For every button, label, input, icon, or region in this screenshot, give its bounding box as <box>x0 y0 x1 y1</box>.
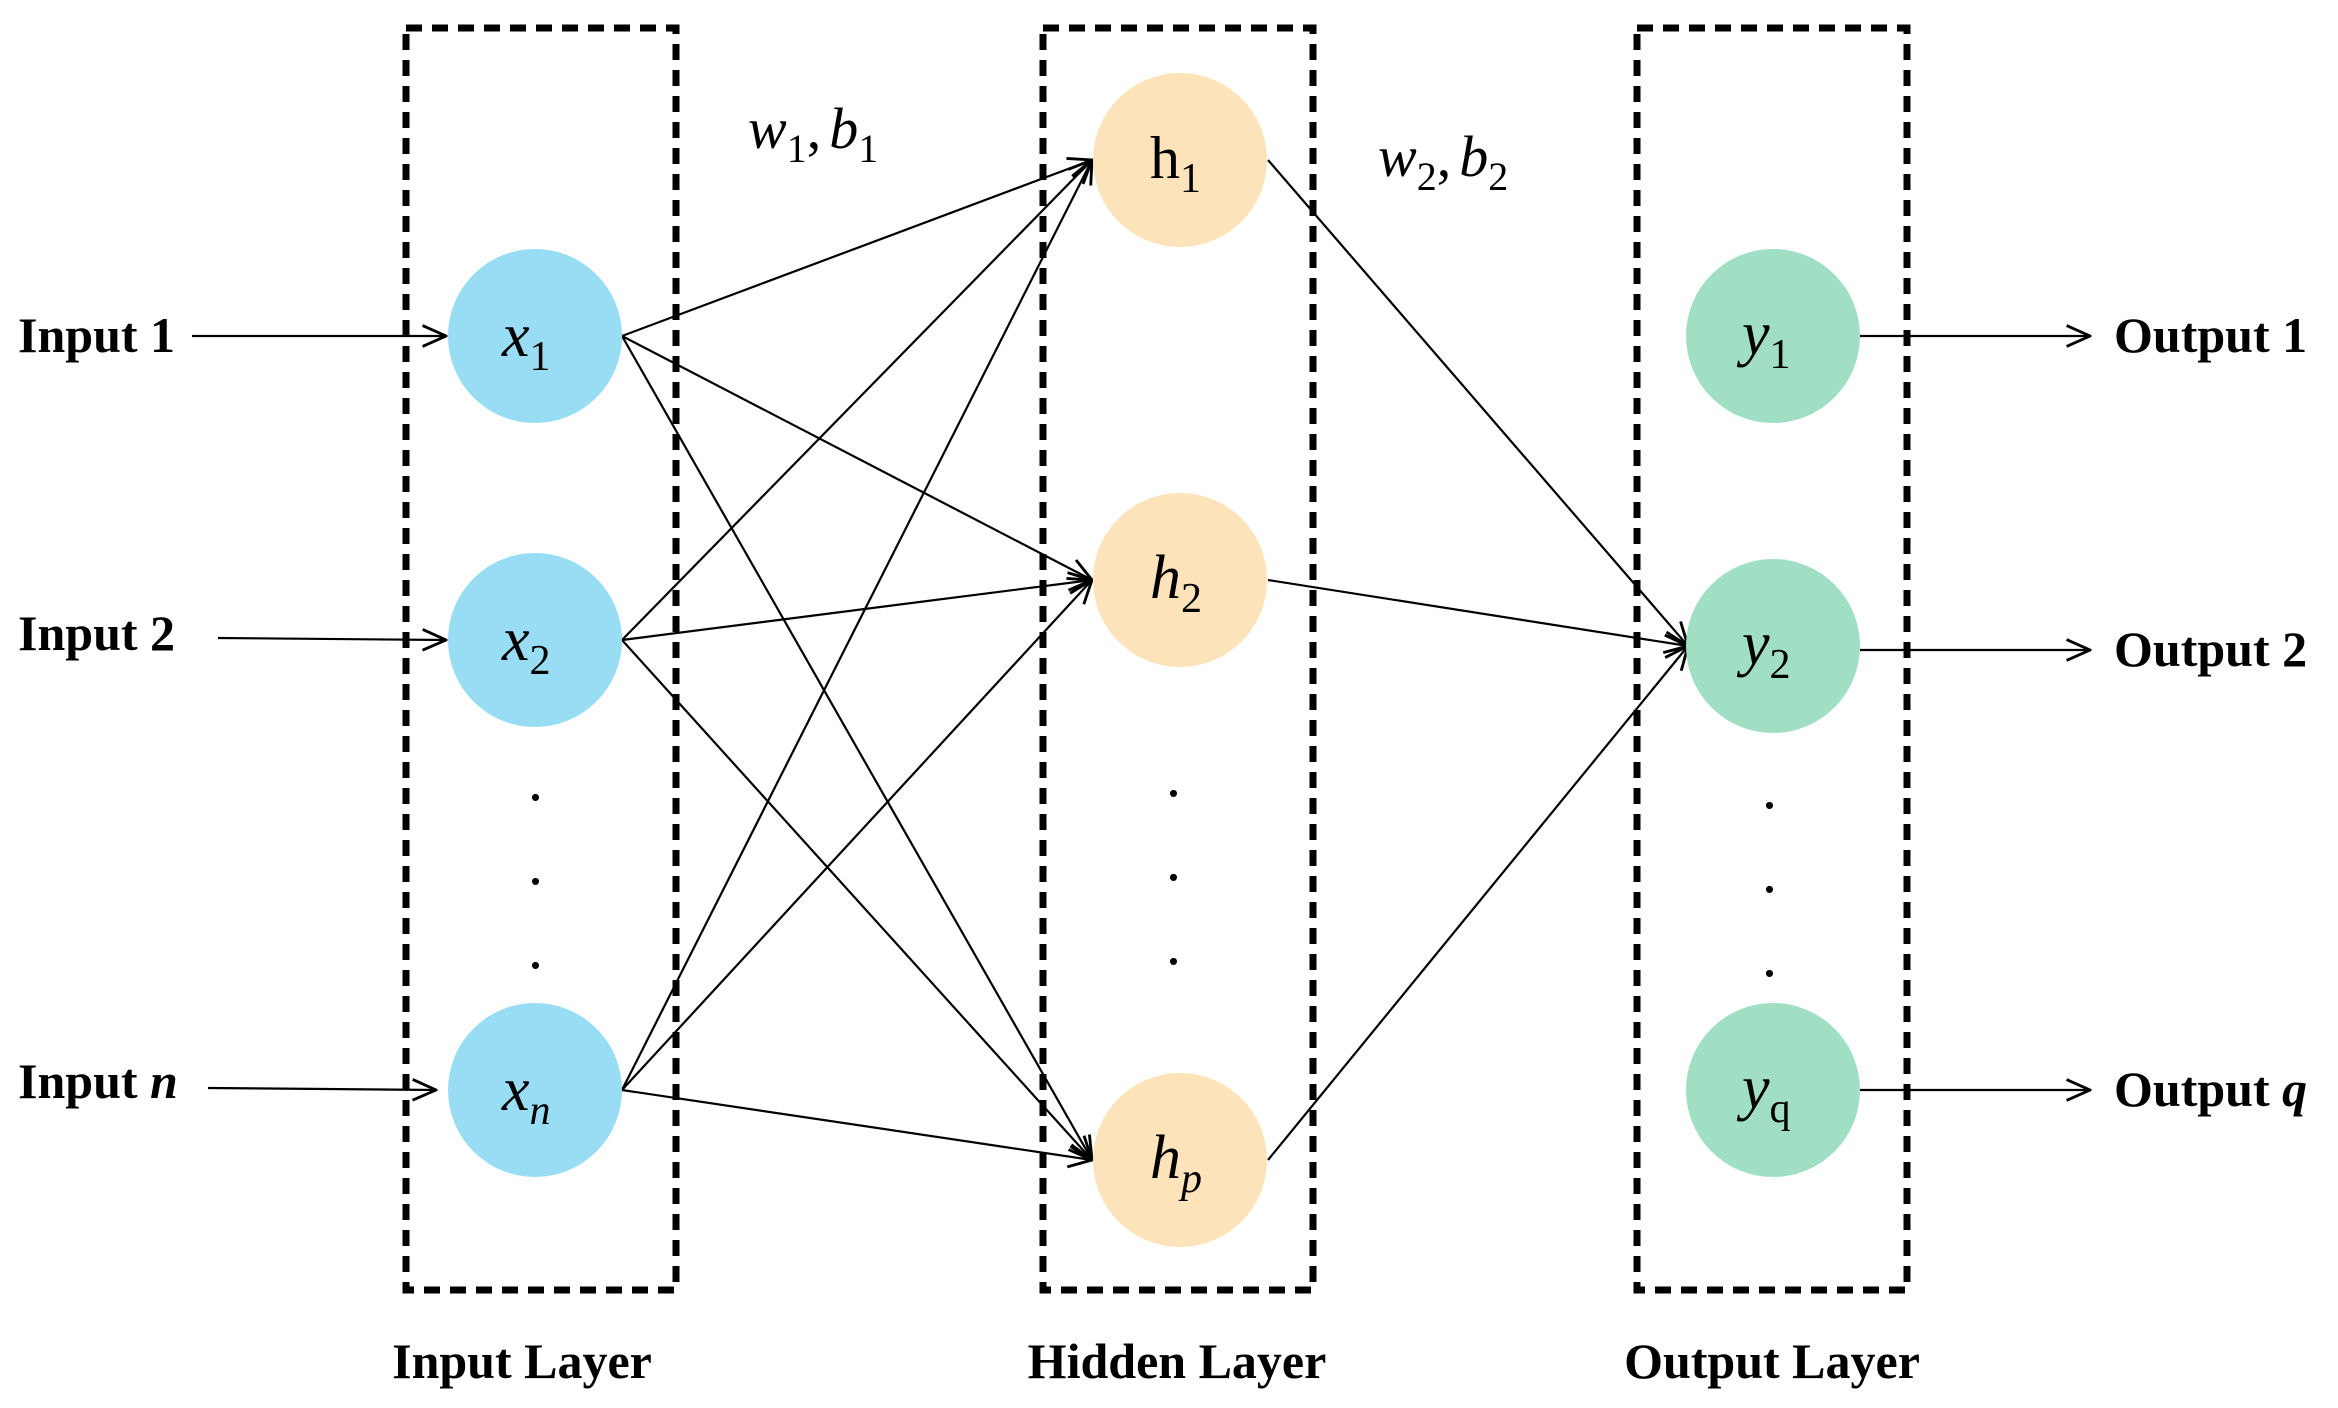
node-xn <box>448 1003 622 1177</box>
input-label-1: Input 1 <box>18 307 175 363</box>
node-yq <box>1686 1003 1860 1177</box>
input-ellipsis-dot-2: . <box>528 831 543 897</box>
hidden-nodes <box>1093 73 1267 1247</box>
output-label-1: Output 1 <box>2114 307 2307 363</box>
output-ellipsis-dot-3: . <box>1762 923 1777 989</box>
weights-label-2: w2,b2 <box>1378 124 1508 199</box>
edge-h1-y2 <box>1267 159 1688 646</box>
node-x2-label: x2 <box>501 606 551 684</box>
node-h1-label: h1 <box>1150 125 1201 202</box>
hidden-ellipsis-dot-2: . <box>1166 827 1181 893</box>
input-arrow-2 <box>217 638 446 640</box>
edge-h2-y2 <box>1267 578 1688 646</box>
input-nodes <box>448 249 622 1177</box>
node-h1 <box>1093 73 1267 247</box>
hidden-layer-title: Hidden Layer <box>1028 1333 1327 1389</box>
node-yq-label: yq <box>1736 1054 1791 1132</box>
hidden-ellipsis: . . . <box>1166 743 1181 977</box>
node-hp-label: hp <box>1150 1124 1202 1202</box>
input-layer-box <box>402 24 680 1294</box>
output-nodes <box>1686 249 1860 1177</box>
node-y1 <box>1686 249 1860 423</box>
output-label-q: Output q <box>2114 1061 2307 1117</box>
edge-x2-h2 <box>621 580 1092 642</box>
edge-x2-h1 <box>621 160 1092 641</box>
weights-label-1: w1,b1 <box>748 96 878 171</box>
input-arrow-n <box>207 1088 436 1090</box>
input-ellipsis-dot-1: . <box>528 747 543 813</box>
hidden-output-connections <box>1267 159 1688 1161</box>
output-layer-title: Output Layer <box>1624 1333 1920 1389</box>
edge-x1-h1 <box>621 160 1092 338</box>
edge-x1-h2 <box>621 335 1092 580</box>
node-y2 <box>1686 559 1860 733</box>
node-hp <box>1093 1073 1267 1247</box>
input-hidden-connections <box>621 160 1092 1160</box>
edge-x2-hp <box>621 639 1092 1160</box>
output-layer-box <box>1633 24 1911 1294</box>
hidden-ellipsis-dot-1: . <box>1166 743 1181 809</box>
edge-x1-hp <box>621 335 1092 1160</box>
node-h2-label: h2 <box>1150 544 1202 622</box>
input-ellipsis: . . . <box>528 747 543 981</box>
node-y1-label: y1 <box>1736 300 1791 378</box>
node-y2-label: y2 <box>1736 610 1791 688</box>
input-label-2: Input 2 <box>18 605 175 661</box>
edge-xn-h2 <box>621 580 1092 1091</box>
input-arrows <box>192 336 446 1090</box>
node-xn-label: xn <box>501 1056 551 1134</box>
input-layer-title: Input Layer <box>392 1333 652 1389</box>
output-arrows <box>1860 336 2090 1090</box>
node-h2 <box>1093 493 1267 667</box>
node-x1 <box>448 249 622 423</box>
output-ellipsis: . . . <box>1762 755 1777 989</box>
output-label-2: Output 2 <box>2114 621 2307 677</box>
output-ellipsis-dot-1: . <box>1762 755 1777 821</box>
node-x2 <box>448 553 622 727</box>
edge-xn-h1 <box>621 160 1092 1091</box>
input-label-n: Input n <box>18 1053 178 1109</box>
input-ellipsis-dot-3: . <box>528 915 543 981</box>
node-x1-label: x1 <box>501 302 551 380</box>
edge-hp-y2 <box>1267 646 1688 1161</box>
output-ellipsis-dot-2: . <box>1762 839 1777 905</box>
hidden-ellipsis-dot-3: . <box>1166 911 1181 977</box>
hidden-layer-box <box>1039 24 1317 1294</box>
edge-xn-hp <box>621 1088 1092 1160</box>
